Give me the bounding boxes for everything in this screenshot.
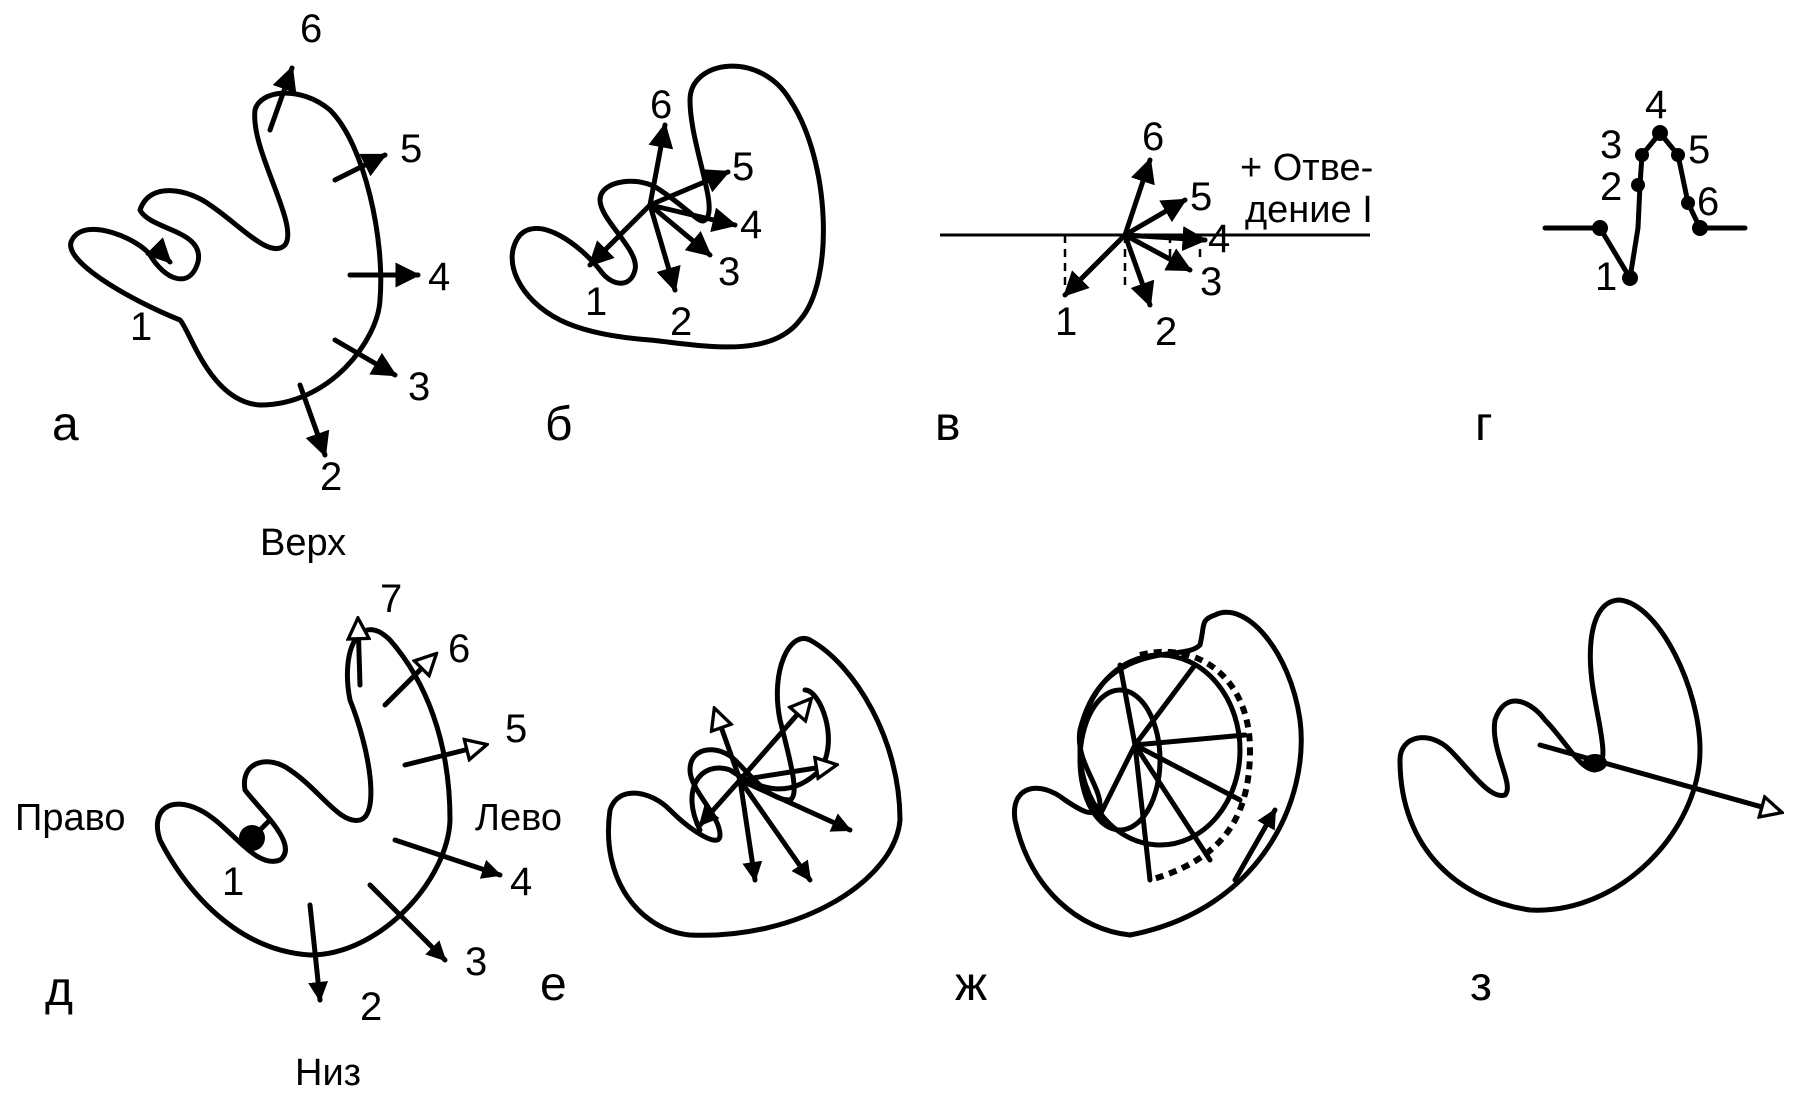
vector-label-d-1: 1 — [222, 860, 244, 904]
ecg-point-2 — [1631, 178, 1645, 192]
top-label: Верх — [260, 522, 346, 564]
ecg-point-0 — [1592, 220, 1608, 236]
panel-letter-d: д — [45, 963, 73, 1016]
heart-outline-z — [1397, 597, 1703, 913]
panel-letter-z: з — [1470, 958, 1492, 1011]
right-label: Лево — [475, 797, 562, 839]
vector-label-a-1: 1 — [130, 305, 152, 349]
vector-label-d-4: 4 — [510, 860, 532, 904]
ecg-point-end — [1692, 220, 1708, 236]
vector-label-v-6: 6 — [1142, 115, 1164, 159]
vector-label-d-2: 2 — [360, 985, 382, 1029]
point-label-g-4: 4 — [1645, 83, 1667, 127]
ecg-point-3 — [1635, 148, 1649, 162]
panel-b: 1 2 3 4 5 6 б — [509, 63, 826, 451]
panel-letter-b: б — [545, 398, 573, 451]
heart-outline-d — [154, 627, 453, 958]
panel-letter-v: в — [935, 398, 961, 451]
ecg-point-4 — [1652, 125, 1668, 141]
vector-label-a-3: 3 — [408, 365, 430, 409]
vector-label-a-2: 2 — [320, 455, 342, 499]
lead-label-line2: дение I — [1245, 189, 1373, 231]
point-label-g-2: 2 — [1600, 165, 1622, 209]
vector-label-a-4: 4 — [428, 255, 450, 299]
point-label-g-1: 1 — [1595, 255, 1617, 299]
panel-d: 1 2 3 4 5 6 7 Право Лево Низ д — [15, 577, 562, 1094]
vector-label-v-1: 1 — [1055, 300, 1077, 344]
panel-a: 1 2 3 4 5 6 а Верх — [52, 7, 450, 564]
vector-label-d-6: 6 — [448, 627, 470, 671]
vector-label-a-5: 5 — [400, 127, 422, 171]
vector-label-b-4: 4 — [740, 203, 762, 247]
vector-label-v-4: 4 — [1208, 217, 1230, 261]
heart-outline-a — [68, 90, 384, 408]
vector-label-d-7: 7 — [380, 577, 402, 621]
point-label-g-5: 5 — [1688, 128, 1710, 172]
vector-label-b-2: 2 — [670, 300, 692, 344]
vector-label-d-5: 5 — [505, 707, 527, 751]
panel-v: 1 2 3 4 5 6 + Отве- дение I в — [935, 115, 1373, 451]
panel-zh: ж — [955, 609, 1304, 1011]
vector-label-v-3: 3 — [1200, 260, 1222, 304]
point-label-g-6: 6 — [1697, 180, 1719, 224]
vector-label-v-5: 5 — [1190, 175, 1212, 219]
vector-label-b-3: 3 — [718, 250, 740, 294]
vector-label-v-2: 2 — [1155, 310, 1177, 354]
ecg-point-6 — [1681, 196, 1695, 210]
ecg-point-1 — [1622, 270, 1638, 286]
ecg-point-5 — [1671, 148, 1685, 162]
bottom-label: Низ — [295, 1052, 361, 1094]
vector-label-d-3: 3 — [465, 940, 487, 984]
vector-label-b-5: 5 — [732, 145, 754, 189]
panel-z: з — [1397, 597, 1780, 1011]
point-label-g-3: 3 — [1600, 123, 1622, 167]
left-label: Право — [15, 797, 125, 839]
vector-label-b-6: 6 — [650, 83, 672, 127]
lead-label-line1: + Отве- — [1240, 147, 1373, 189]
panel-letter-e: е — [540, 958, 567, 1011]
panel-g: 1 2 3 4 5 6 г — [1475, 83, 1748, 451]
panel-letter-g: г — [1475, 398, 1493, 451]
panel-letter-a: а — [52, 398, 79, 451]
vector-label-a-6: 6 — [300, 7, 322, 51]
panel-letter-zh: ж — [955, 958, 987, 1011]
panel-e: е — [540, 636, 903, 1011]
vector-label-b-1: 1 — [585, 280, 607, 324]
